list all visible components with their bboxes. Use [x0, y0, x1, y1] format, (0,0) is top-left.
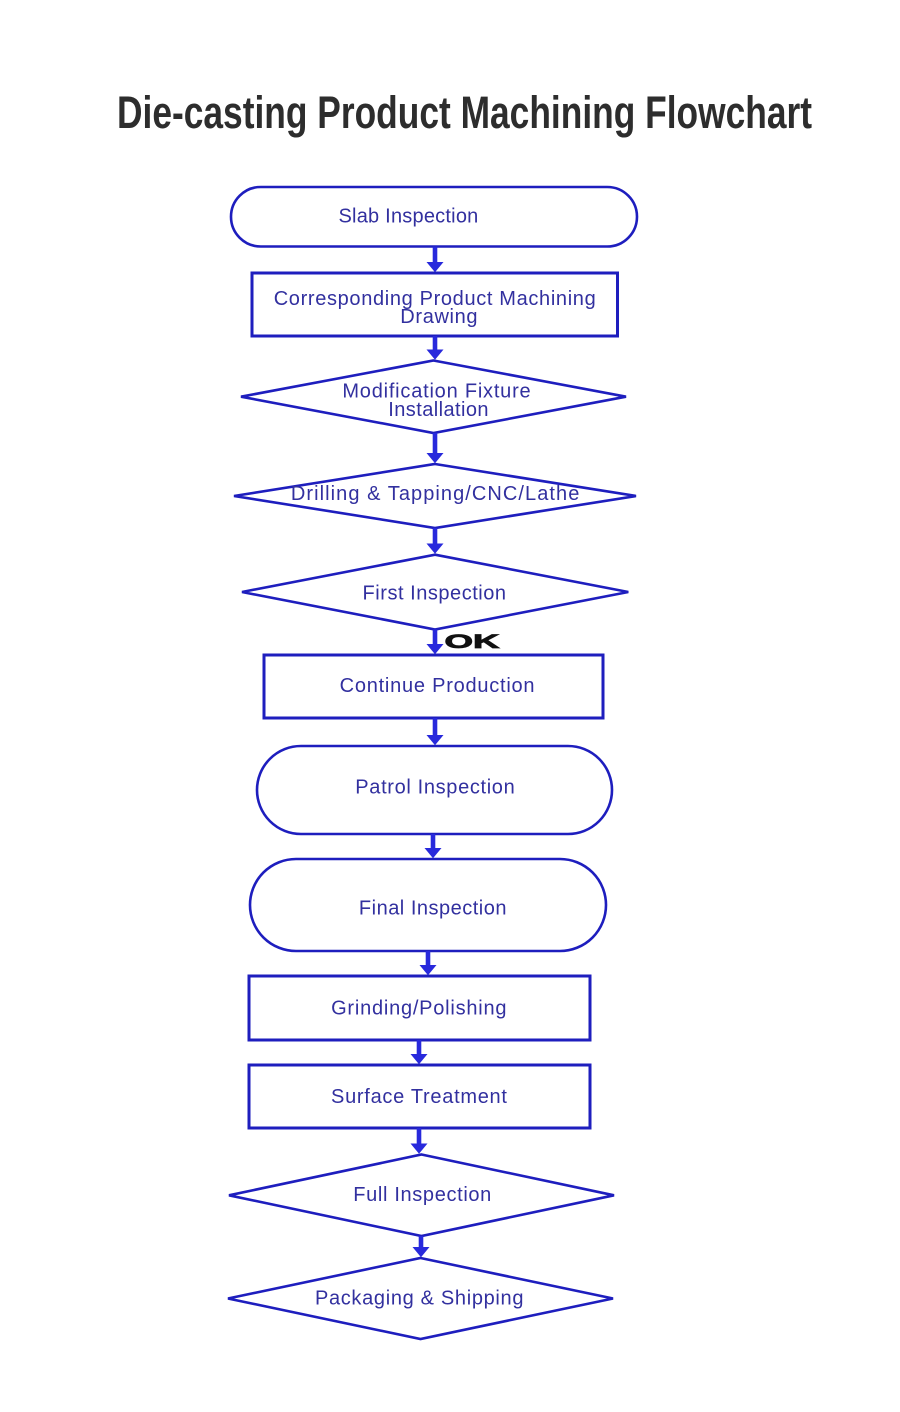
svg-text:First Inspection: First Inspection [363, 583, 507, 605]
svg-text:Patrol Inspection: Patrol Inspection [355, 776, 514, 798]
svg-text:Die-casting Product Machining: Die-casting Product Machining Flowchart [117, 87, 812, 138]
svg-text:Drawing: Drawing [400, 306, 477, 328]
svg-text:Modification Fixture: Modification Fixture [342, 381, 530, 403]
svg-text:Continue Production: Continue Production [340, 675, 535, 697]
svg-text:Corresponding Product Machinin: Corresponding Product Machining [274, 288, 596, 310]
svg-text:Grinding/Polishing: Grinding/Polishing [331, 997, 506, 1019]
svg-text:Packaging & Shipping: Packaging & Shipping [315, 1287, 524, 1309]
svg-text:Installation: Installation [388, 399, 488, 421]
svg-text:Final Inspection: Final Inspection [359, 897, 507, 919]
svg-text:Surface Treatment: Surface Treatment [331, 1086, 507, 1108]
svg-text:Full Inspection: Full Inspection [353, 1184, 491, 1206]
svg-text:Drilling & Tapping/CNC/Lathe: Drilling & Tapping/CNC/Lathe [291, 483, 579, 505]
svg-text:Slab Inspection: Slab Inspection [339, 206, 479, 228]
svg-text:OK: OK [445, 631, 500, 653]
